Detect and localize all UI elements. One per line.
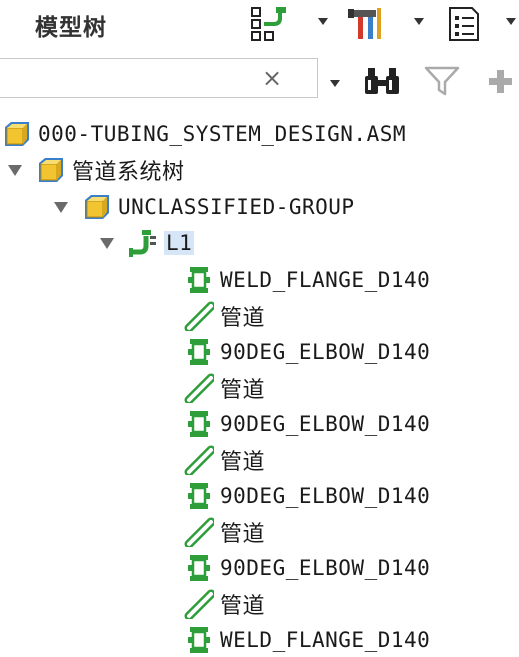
search-options-dropdown-icon[interactable] xyxy=(330,80,340,87)
tree-node-group[interactable]: UNCLASSIFIED-GROUP xyxy=(54,190,355,224)
tree-node-label: 管道 xyxy=(220,378,266,403)
pipe-segment-icon xyxy=(184,445,214,475)
fitting-icon xyxy=(188,411,210,437)
filter-button[interactable] xyxy=(424,64,460,102)
tree-node-label: 管道 xyxy=(220,594,266,619)
clear-search-icon[interactable]: × xyxy=(262,64,283,92)
search-row: × xyxy=(0,54,519,108)
tree-node-label: 90DEG_ELBOW_D140 xyxy=(220,484,431,508)
panel-title: 模型树 xyxy=(35,15,107,41)
tree-node-label: 管道 xyxy=(220,522,266,547)
assembly-icon xyxy=(85,195,109,219)
tree-node-fitting[interactable]: WELD_FLANGE_D140 xyxy=(184,623,430,657)
tree-node-label: 90DEG_ELBOW_D140 xyxy=(220,556,431,580)
tree-node-pipe[interactable]: 管道 xyxy=(184,587,265,621)
model-tree-header: 模型树 xyxy=(0,0,519,50)
fitting-icon xyxy=(188,339,210,365)
tree-node-label: 管道 xyxy=(220,450,266,475)
tree-node-label: L1 xyxy=(164,231,195,255)
tree-tools-dropdown-icon[interactable] xyxy=(414,18,424,25)
tree-node-pipe[interactable]: 管道 xyxy=(184,371,265,405)
tree-node-label: 90DEG_ELBOW_D140 xyxy=(220,412,431,436)
tree-node-label: 管道 xyxy=(220,306,266,331)
tree-node-system[interactable]: 管道系统树 xyxy=(8,153,185,187)
tree-settings-dropdown-icon[interactable] xyxy=(318,18,328,25)
expand-arrow-icon[interactable] xyxy=(8,164,22,176)
pipe-segment-icon xyxy=(184,373,214,403)
expand-arrow-icon[interactable] xyxy=(100,237,114,249)
tree-node-fitting[interactable]: 90DEG_ELBOW_D140 xyxy=(184,335,430,369)
tree-node-pipe[interactable]: 管道 xyxy=(184,443,265,477)
find-button[interactable] xyxy=(362,64,402,102)
tree-node-label: UNCLASSIFIED-GROUP xyxy=(118,195,355,219)
assembly-icon xyxy=(5,122,29,146)
search-input[interactable] xyxy=(0,58,318,98)
tree-node-label: 90DEG_ELBOW_D140 xyxy=(220,340,431,364)
list-document-icon xyxy=(449,7,479,41)
tree-node-label: WELD_FLANGE_D140 xyxy=(220,628,431,652)
tree-node-pipe[interactable]: 管道 xyxy=(184,515,265,549)
tree-structure-icon xyxy=(251,7,286,41)
tree-node-label: WELD_FLANGE_D140 xyxy=(220,268,431,292)
pipe-segment-icon xyxy=(184,517,214,547)
tools-icon xyxy=(348,8,381,39)
tree-node-fitting[interactable]: 90DEG_ELBOW_D140 xyxy=(184,407,430,441)
tree-node-fitting[interactable]: WELD_FLANGE_D140 xyxy=(184,263,430,297)
tree-node-line[interactable]: L1 xyxy=(100,226,195,260)
tree-node-label: 管道系统树 xyxy=(72,160,185,185)
tree-node-pipe[interactable]: 管道 xyxy=(184,299,265,333)
fitting-icon xyxy=(188,627,210,653)
tree-node-root[interactable]: 000-TUBING_SYSTEM_DESIGN.ASM xyxy=(2,117,406,151)
fitting-icon xyxy=(188,267,210,293)
binoculars-icon xyxy=(365,68,399,94)
tree-settings-button[interactable] xyxy=(250,6,290,42)
tree-show-button[interactable] xyxy=(444,6,484,42)
expand-arrow-icon[interactable] xyxy=(54,201,68,213)
add-button[interactable] xyxy=(486,64,516,102)
tree-show-dropdown-icon[interactable] xyxy=(506,18,516,25)
tree-node-fitting[interactable]: 90DEG_ELBOW_D140 xyxy=(184,551,430,585)
tree-node-label: 000-TUBING_SYSTEM_DESIGN.ASM xyxy=(38,122,407,146)
tree-node-fitting[interactable]: 90DEG_ELBOW_D140 xyxy=(184,479,430,513)
assembly-icon xyxy=(39,158,63,182)
filter-icon xyxy=(424,66,460,96)
fitting-icon xyxy=(188,483,210,509)
plus-icon xyxy=(489,70,512,93)
fitting-icon xyxy=(188,555,210,581)
pipeline-icon xyxy=(129,230,156,257)
pipe-segment-icon xyxy=(184,301,214,331)
tree-tools-button[interactable] xyxy=(346,6,386,42)
pipe-segment-icon xyxy=(184,589,214,619)
